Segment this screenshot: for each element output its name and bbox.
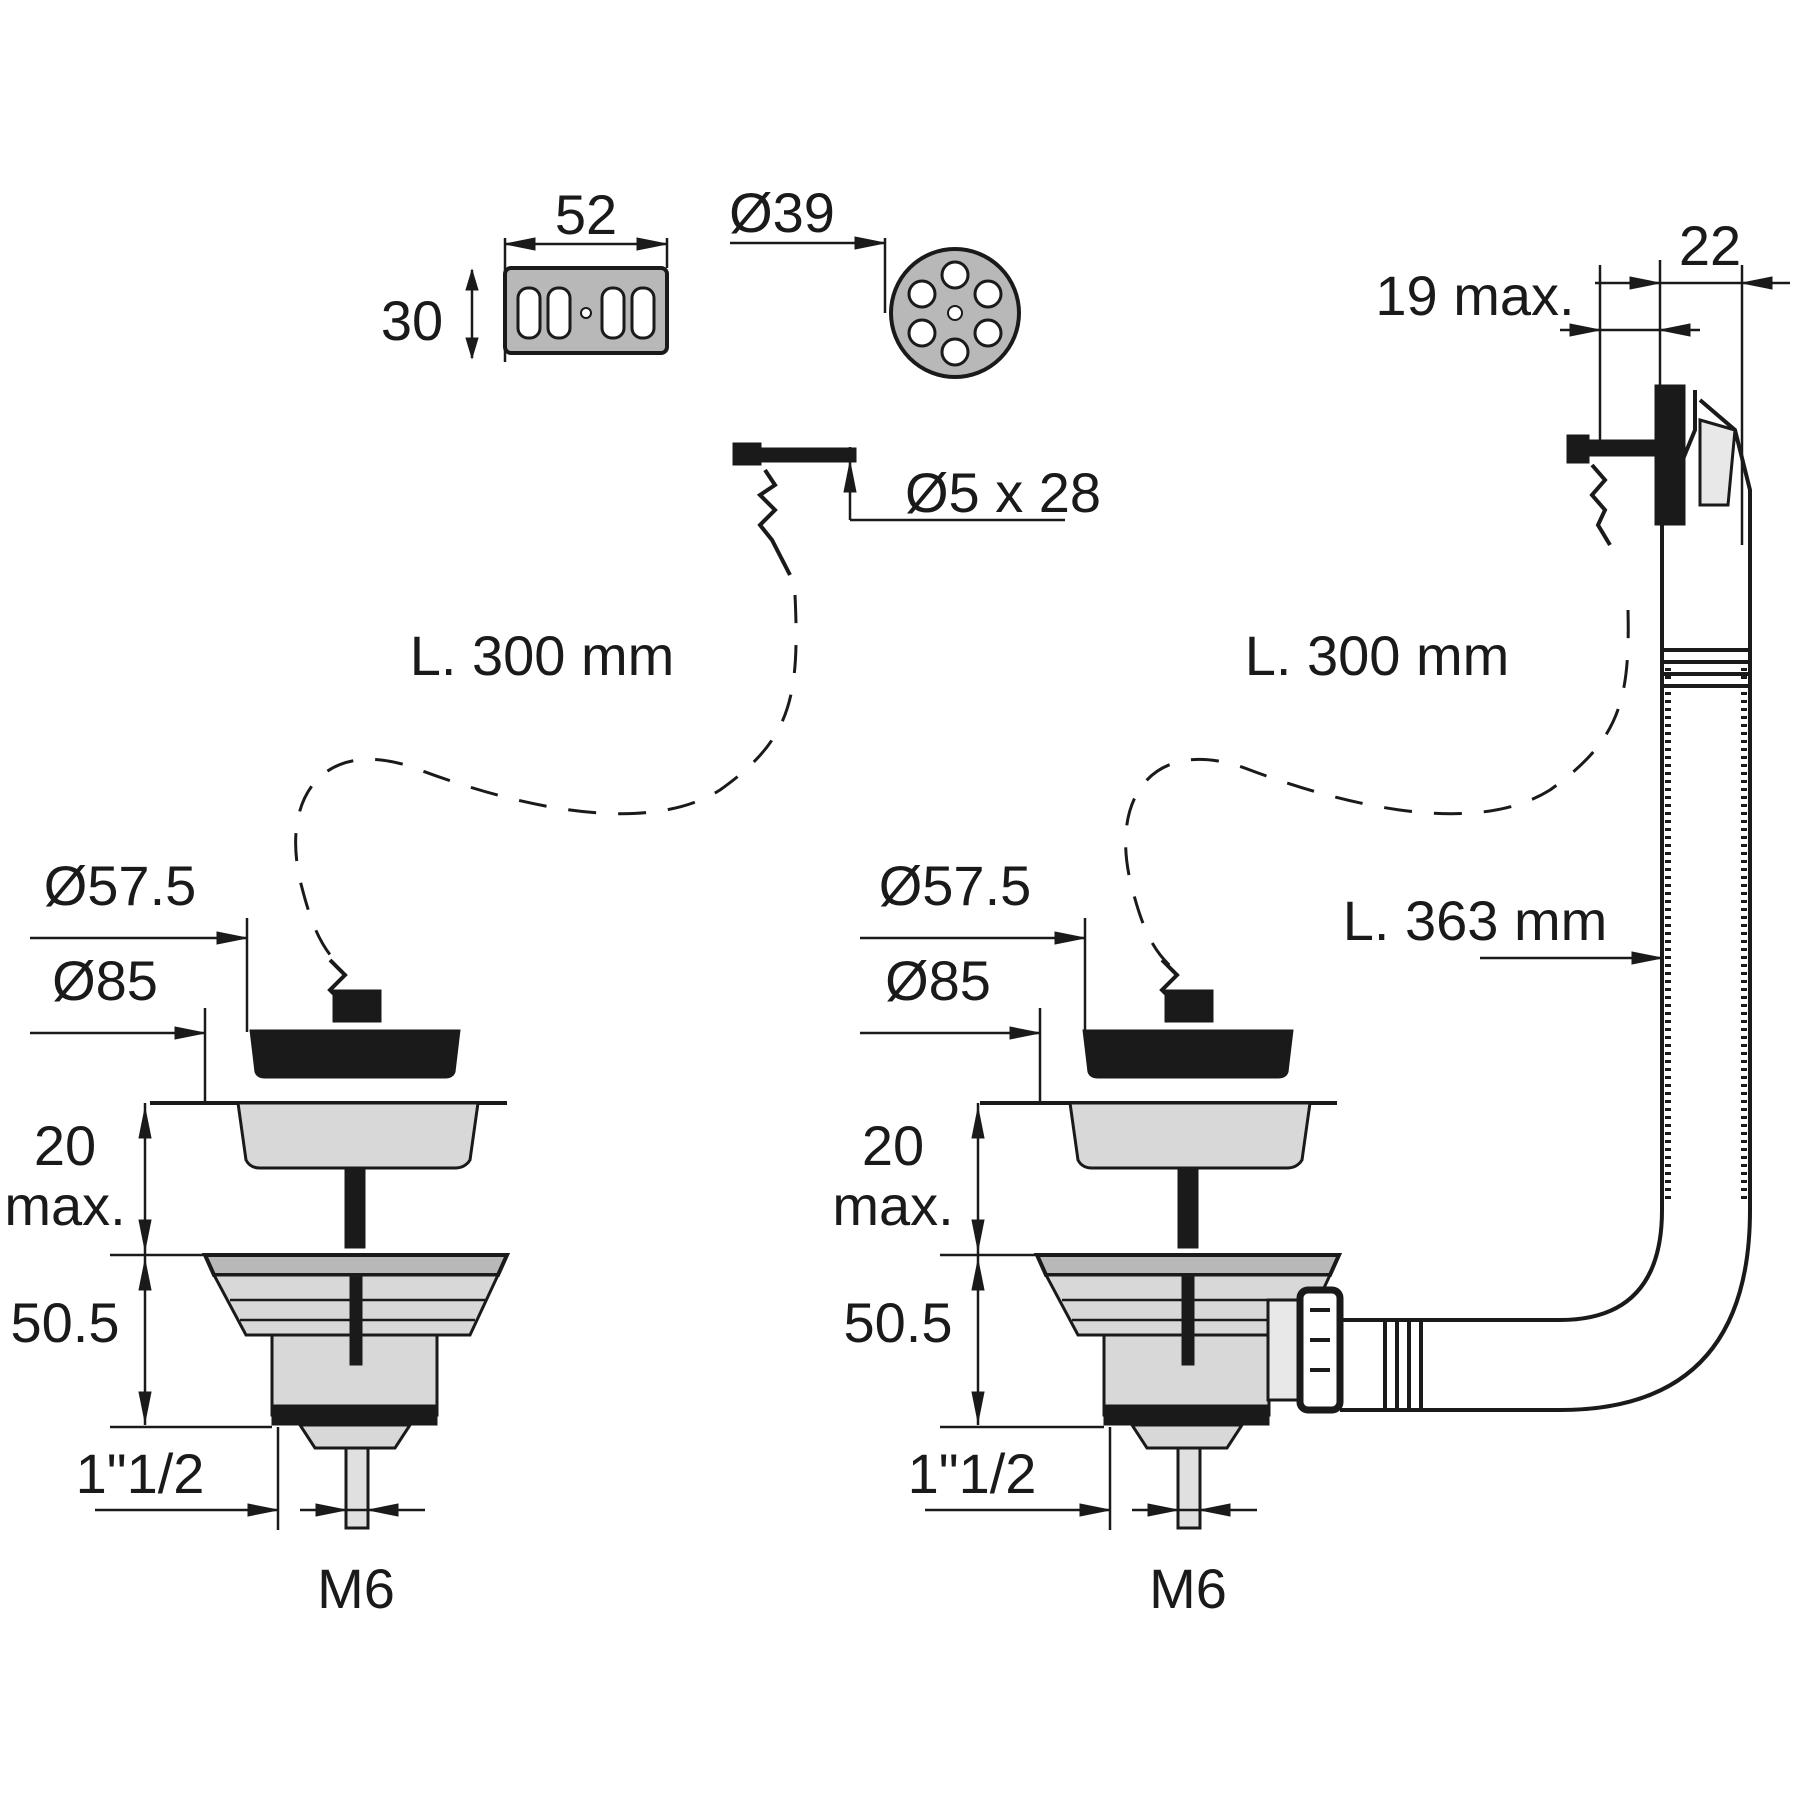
right-dimension-lines: [860, 918, 1257, 1530]
right-flange-dia-label: Ø85: [885, 949, 991, 1012]
right-plug-dia-label: Ø57.5: [879, 854, 1032, 917]
right-sink-thickness-max-label: max.: [832, 1174, 953, 1237]
overflow-depth-label: 22: [1679, 214, 1741, 277]
strainer-dimension-lines: [730, 236, 887, 313]
right-waste: [980, 958, 1344, 1530]
left-sink-thickness-label: 20: [34, 1114, 96, 1177]
left-plug-dia-label: Ø57.5: [44, 854, 197, 917]
left-thread-label: 1"1/2: [76, 1442, 205, 1505]
chain-right-label: L. 300 mm: [1245, 624, 1510, 687]
left-waste: [150, 958, 511, 1530]
chain-left-label: L. 300 mm: [410, 624, 675, 687]
strainer-disc: [889, 247, 1021, 379]
overflow-max-label: 19 max.: [1375, 264, 1574, 327]
right-bolt-label: M6: [1149, 1557, 1227, 1620]
pin-label: Ø5 x 28: [905, 461, 1101, 524]
overflow-width-label: 52: [555, 183, 617, 246]
right-body-height-label: 50.5: [844, 1291, 953, 1354]
strainer-dia-label: Ø39: [729, 181, 835, 244]
left-sink-thickness-max-label: max.: [4, 1174, 125, 1237]
hose-length-label: L. 363 mm: [1343, 889, 1608, 952]
left-dimension-lines: [30, 918, 425, 1530]
overflow-dimension-lines: [465, 237, 669, 362]
overflow-height-label: 30: [381, 289, 443, 352]
right-sink-thickness-label: 20: [862, 1114, 924, 1177]
chain-pin: [732, 442, 1065, 576]
overflow-plate: [503, 266, 669, 355]
left-body-height-label: 50.5: [11, 1291, 120, 1354]
left-flange-dia-label: Ø85: [52, 949, 158, 1012]
left-bolt-label: M6: [317, 1557, 395, 1620]
right-thread-label: 1"1/2: [908, 1442, 1037, 1505]
chain-left: [294, 594, 798, 972]
hose-dimension-lines: [1480, 260, 1790, 965]
